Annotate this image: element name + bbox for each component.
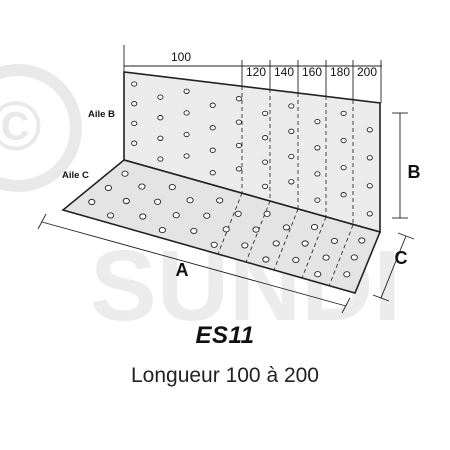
hole	[209, 147, 216, 153]
hole	[322, 254, 330, 261]
top-dimension-line	[123, 45, 382, 103]
hole	[190, 227, 198, 234]
hole	[272, 240, 280, 247]
hole	[340, 137, 347, 144]
hole	[172, 212, 180, 219]
hole	[183, 153, 190, 159]
product-code: ES11	[195, 322, 255, 349]
hole	[104, 184, 112, 191]
hole	[314, 118, 321, 125]
hole	[358, 237, 366, 244]
hole	[216, 197, 224, 204]
hole	[203, 212, 211, 219]
hole	[366, 211, 373, 217]
svg-text:©: ©	[0, 87, 42, 165]
hole	[366, 127, 373, 133]
hole	[138, 183, 146, 190]
hole	[241, 242, 249, 249]
hole	[222, 226, 230, 233]
hole	[282, 224, 290, 231]
cut-lines-b	[241, 86, 354, 225]
hole	[235, 166, 242, 172]
dim-label-200: 200	[357, 65, 377, 79]
hole	[301, 240, 309, 247]
hole	[350, 254, 358, 261]
hole	[209, 170, 216, 176]
hole	[183, 131, 190, 138]
hole	[340, 164, 347, 171]
hole	[310, 224, 319, 231]
dim-label-120: 120	[246, 65, 266, 79]
hole	[288, 103, 295, 109]
hole	[366, 155, 373, 161]
hole	[157, 135, 164, 141]
holes-flange-c	[88, 170, 366, 278]
hole	[235, 119, 242, 125]
dim-label-140: 140	[274, 65, 294, 79]
dim-label-a: A	[176, 260, 189, 280]
hole	[131, 101, 138, 107]
hole	[366, 183, 373, 189]
holes-flange-b	[131, 81, 373, 217]
hole	[122, 197, 130, 205]
hole	[252, 226, 260, 233]
hole	[330, 237, 339, 244]
hole	[157, 94, 164, 100]
hole	[288, 153, 295, 160]
hole	[157, 115, 164, 121]
hole	[131, 120, 138, 127]
hole	[314, 197, 321, 203]
hole	[314, 145, 321, 151]
hole	[340, 192, 347, 198]
hole	[340, 110, 347, 117]
c-dimension-line	[372, 232, 415, 302]
hole	[262, 135, 269, 141]
hole	[209, 125, 216, 131]
hole	[314, 171, 321, 177]
dim-label-c: C	[395, 248, 408, 268]
hole	[235, 96, 242, 102]
a-dimension-line	[37, 213, 351, 314]
hole	[262, 110, 269, 117]
hole	[288, 128, 295, 134]
hole	[288, 179, 295, 185]
hole	[131, 140, 138, 146]
length-range: Longueur 100 à 200	[130, 364, 319, 387]
hole	[158, 227, 166, 234]
hole	[121, 170, 129, 177]
hole	[292, 256, 300, 263]
hole	[88, 198, 96, 206]
dim-label-100: 100	[171, 50, 191, 64]
hole	[262, 183, 269, 190]
dim-label-b: B	[408, 162, 421, 182]
hole	[263, 210, 271, 217]
dim-label-160: 160	[302, 65, 322, 79]
dim-label-180: 180	[330, 65, 350, 79]
hole	[154, 198, 162, 205]
hole	[234, 210, 242, 217]
hole	[262, 159, 269, 165]
hole	[186, 197, 194, 204]
hole	[209, 102, 216, 108]
hole	[235, 142, 242, 149]
flange-c-label: Aile C	[62, 170, 89, 181]
b-dimension-line	[392, 112, 408, 219]
hole	[262, 256, 270, 263]
hole	[343, 271, 351, 278]
hole	[139, 213, 147, 220]
hole	[131, 81, 138, 87]
hole	[314, 271, 322, 278]
hole	[183, 110, 190, 116]
hole	[157, 156, 164, 162]
hole	[183, 88, 190, 94]
hole	[210, 241, 218, 248]
flange-b-label: Aile B	[88, 109, 115, 120]
hole	[107, 212, 115, 219]
hole	[168, 184, 176, 191]
